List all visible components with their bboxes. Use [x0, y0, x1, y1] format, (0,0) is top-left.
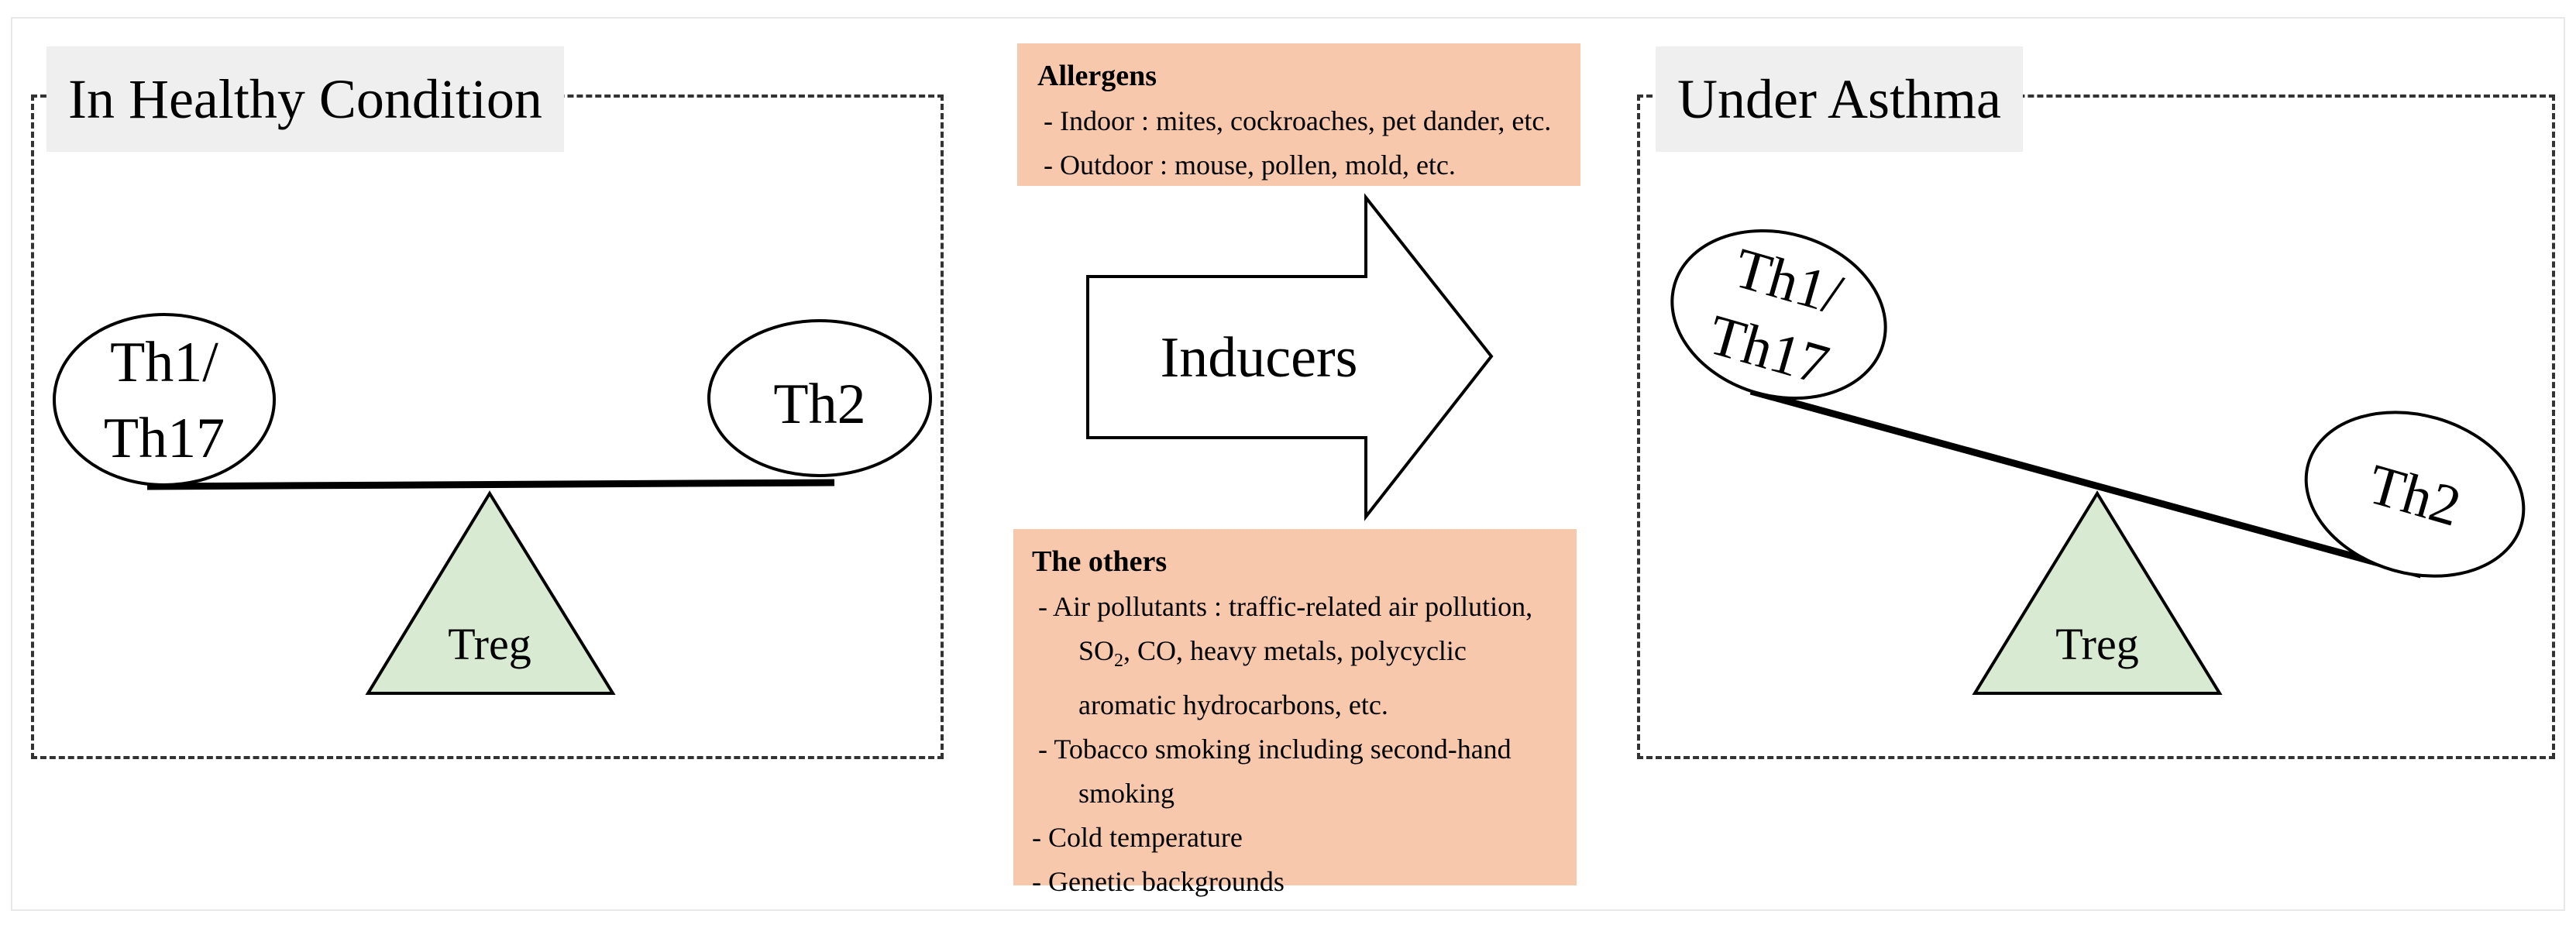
cold-temperature-line: - Cold temperature	[1032, 822, 1243, 854]
inducers-arrow	[1086, 193, 1494, 521]
tobacco-line: - Tobacco smoking including second-hand	[1038, 734, 1512, 765]
others-heading: The others	[1032, 545, 1168, 578]
healthy-fulcrum-triangle	[365, 490, 616, 695]
asthma-th1-th17-cell	[1670, 229, 1887, 400]
allergens-heading: Allergens	[1037, 60, 1157, 92]
allergens-outdoor: - Outdoor : mouse, pollen, mold, etc.	[1044, 150, 1456, 180]
healthy-th2-label: Th2	[773, 373, 865, 436]
asthma-seesaw-beam	[1749, 387, 2423, 579]
healthy-seesaw-beam	[146, 479, 835, 490]
asthma-th2-cell	[2304, 411, 2526, 578]
figure-frame	[11, 17, 2565, 911]
air-pollutants-hydrocarbons-line: aromatic hydrocarbons, etc.	[1078, 689, 1388, 721]
so-rest: , CO, heavy metals, polycyclic	[1123, 635, 1467, 666]
asthma-panel-title: Under Asthma	[1656, 46, 2023, 152]
healthy-fulcrum-label: Treg	[448, 619, 531, 669]
asthma-fulcrum-triangle	[1972, 490, 2223, 695]
others-box: The others - Air pollutants : traffic-re…	[1013, 529, 1577, 897]
asthma-fulcrum-label: Treg	[2055, 619, 2138, 669]
inducers-label: Inducers	[1161, 326, 1358, 390]
so-subscript: 2	[1114, 651, 1124, 672]
genetic-backgrounds-line: - Genetic backgrounds	[1032, 866, 1285, 898]
asthma-panel	[1637, 95, 2555, 759]
healthy-panel-title: In Healthy Condition	[46, 46, 564, 152]
allergens-box: Allergens - Indoor : mites, cockroaches,…	[1017, 43, 1580, 186]
so-prefix: SO	[1078, 635, 1115, 666]
healthy-th2-cell	[707, 319, 932, 477]
healthy-th1-label: Th1/	[110, 331, 218, 394]
allergens-indoor: - Indoor : mites, cockroaches, pet dande…	[1044, 105, 1552, 136]
healthy-th1-th17-cell	[53, 313, 276, 486]
air-pollutants-line: - Air pollutants : traffic-related air p…	[1038, 591, 1533, 622]
air-pollutants-so2-line: SO2, CO, heavy metals, polycyclic	[1032, 629, 1558, 683]
tobacco-line-cont: smoking	[1078, 778, 1175, 809]
healthy-th17-label: Th17	[104, 407, 225, 470]
